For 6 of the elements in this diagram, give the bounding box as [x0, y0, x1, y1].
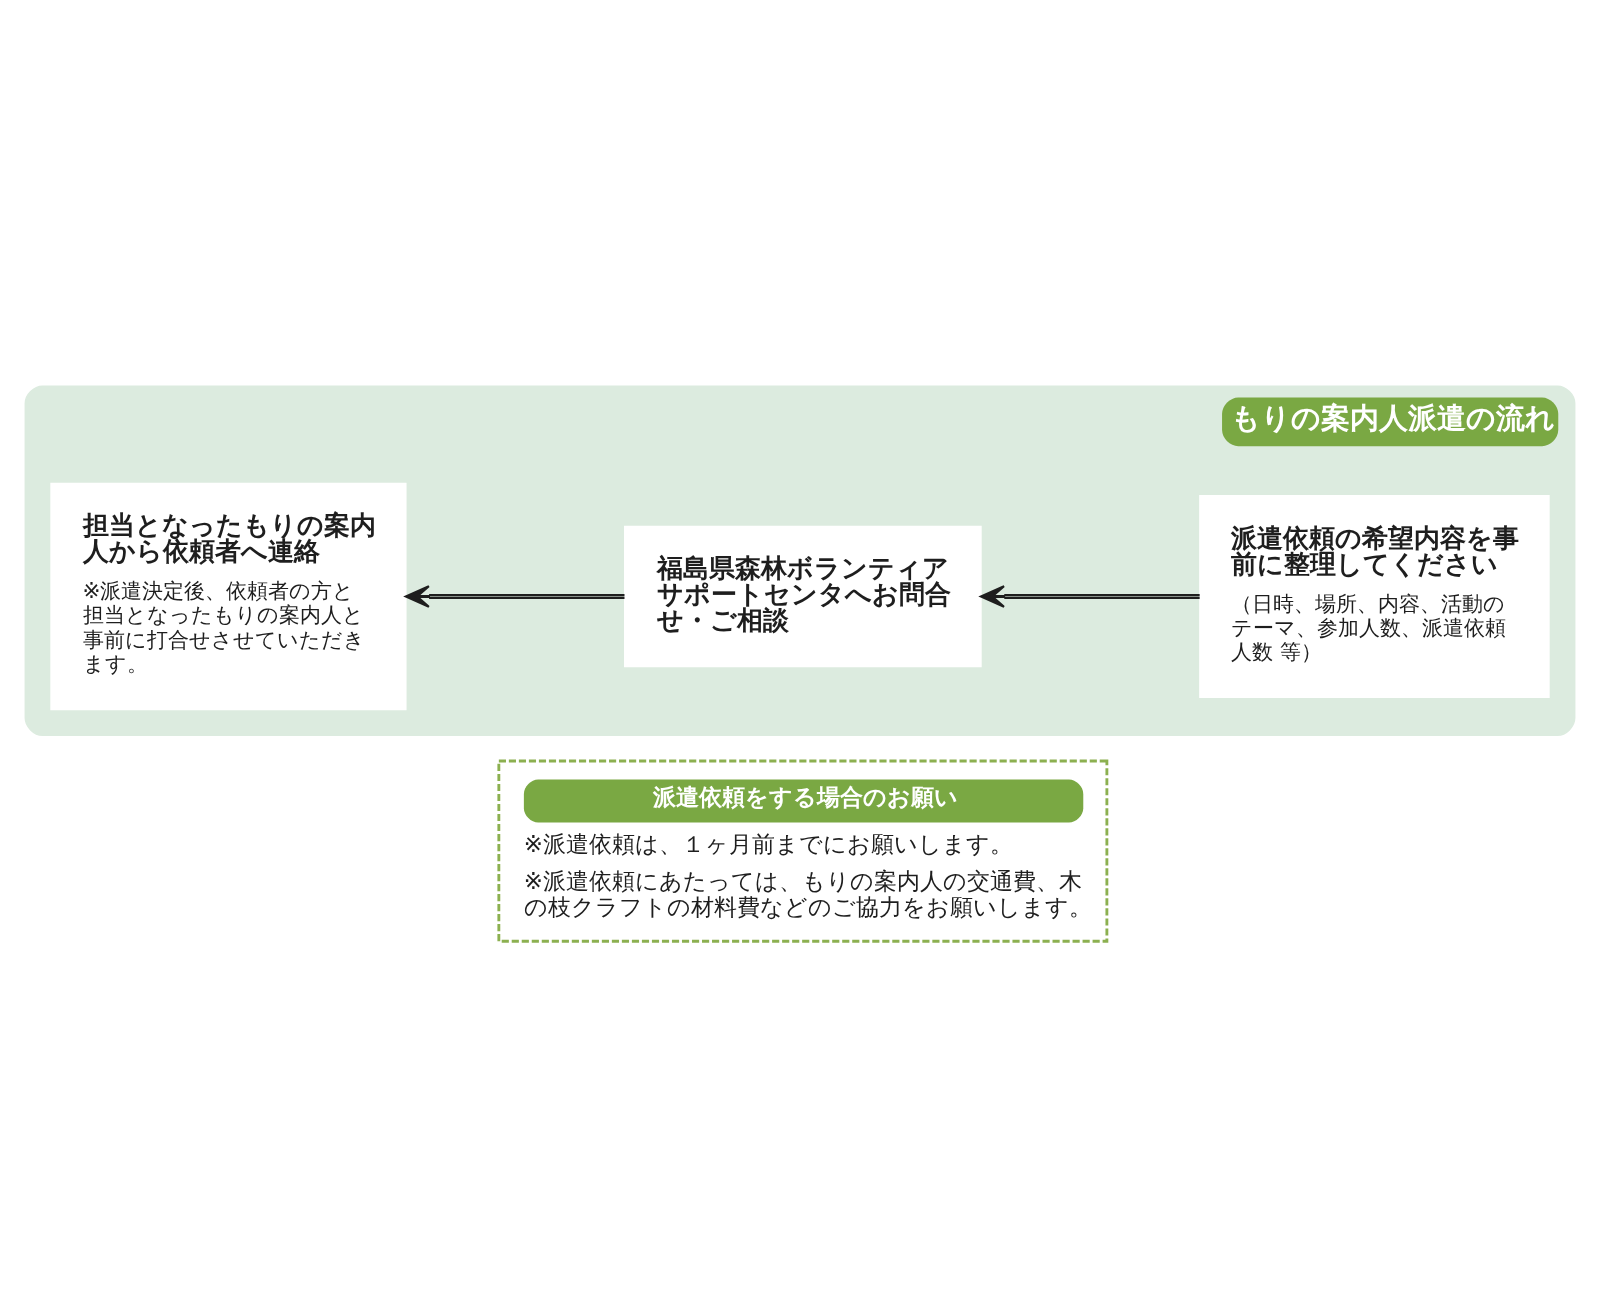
node-box: 派遣依頼の希望内容を事前に整理してください （日時、場所、内容、活動のテーマ、参加人数、派遣依頼人数 等） — [1199, 494, 1550, 698]
arrow — [979, 584, 1200, 608]
node-box: 担当となったもりの案内人から依頼者へ連絡 ※派遣決定後、依頼者の方と担当となったもりの案内人と事前に打合せさせていただきます。 — [50, 482, 407, 710]
arrow — [404, 584, 625, 608]
node-box: 福島県森林ボランティアサポートセンタへお問合せ・ご相談 — [624, 525, 982, 667]
node-box: 派遣依頼をする場合のお願い ※派遣依頼は、１ヶ月前までにお願いします。 ※派遣依頼にあたっては、もりの案内人の交通費、木の枝クラフトの材料費などのご協力をお願いします。 — [497, 759, 1109, 943]
